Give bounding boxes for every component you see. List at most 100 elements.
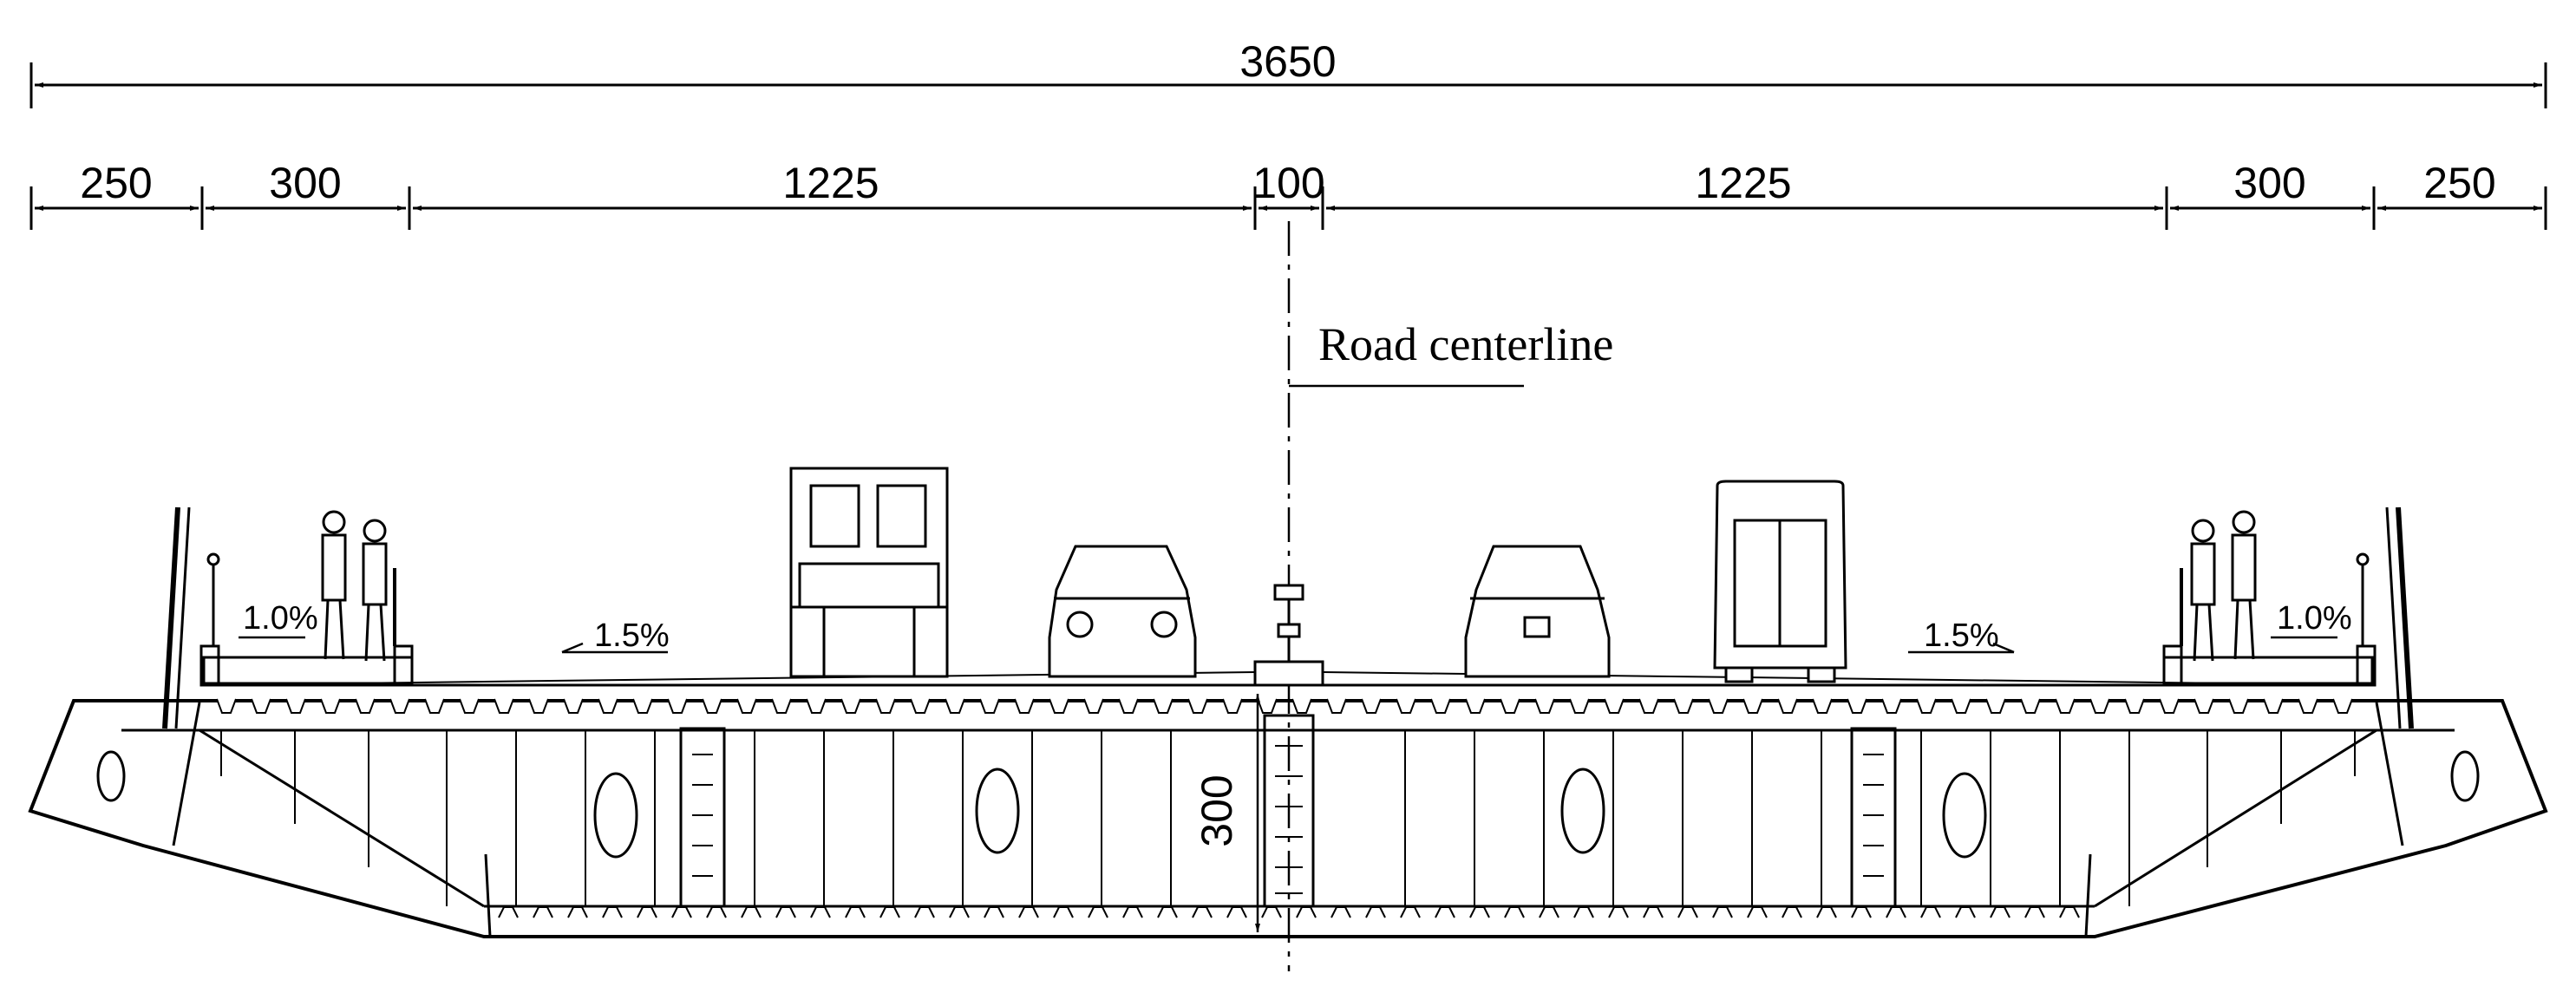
top-rib xyxy=(1812,698,1833,714)
slope-right-roadway: 1.5% xyxy=(1924,617,1999,654)
top-rib xyxy=(1534,698,1555,714)
bottom-rib xyxy=(1990,906,2010,918)
top-rib xyxy=(598,698,618,714)
bottom-rib xyxy=(1955,906,1976,918)
bottom-rib xyxy=(949,906,970,918)
bottom-rib xyxy=(1053,906,1074,918)
bus-icon-right xyxy=(1713,480,1847,683)
bottom-rib xyxy=(1504,906,1525,918)
bottom-rib xyxy=(671,906,692,918)
top-rib xyxy=(1777,698,1798,714)
bottom-rib xyxy=(1018,906,1039,918)
top-rib xyxy=(1500,698,1520,714)
top-rib xyxy=(1673,698,1694,714)
top-rib xyxy=(2055,698,2076,714)
top-rib xyxy=(1604,698,1625,714)
box-girder: 300 xyxy=(28,671,2548,938)
girder-depth-label: 300 xyxy=(1193,774,1241,846)
slope-left-sidewalk: 1.0% xyxy=(243,600,318,637)
bottom-rib xyxy=(498,906,519,918)
top-rib xyxy=(1361,698,1382,714)
top-rib xyxy=(1291,698,1312,714)
bottom-rib xyxy=(1539,906,1559,918)
top-rib xyxy=(424,698,445,714)
bottom-rib xyxy=(810,906,831,918)
top-rib xyxy=(702,698,722,714)
dimension-right-sidewalk-outer: 250 xyxy=(2423,159,2495,207)
top-rib xyxy=(1396,698,1416,714)
bottom-rib xyxy=(1573,906,1594,918)
bottom-rib xyxy=(879,906,900,918)
slope-left-roadway: 1.5% xyxy=(594,617,670,654)
top-rib xyxy=(389,698,410,714)
bottom-rib xyxy=(602,906,623,918)
top-rib xyxy=(251,698,271,714)
bottom-rib xyxy=(1920,906,1941,918)
top-rib xyxy=(563,698,584,714)
top-rib xyxy=(1049,698,1069,714)
manhole-openings xyxy=(96,750,2480,859)
bottom-rib xyxy=(1192,906,1213,918)
top-rib xyxy=(320,698,341,714)
top-rib xyxy=(1014,698,1035,714)
bottom-rib xyxy=(533,906,553,918)
top-rib xyxy=(1465,698,1486,714)
top-rib xyxy=(2332,698,2353,714)
top-rib xyxy=(2194,698,2214,714)
bottom-rib xyxy=(1643,906,1664,918)
left-sidewalk xyxy=(162,506,414,729)
top-rib xyxy=(285,698,306,714)
top-rib xyxy=(2020,698,2041,714)
bottom-rib xyxy=(1157,906,1178,918)
bottom-rib xyxy=(1261,906,1282,918)
bottom-rib xyxy=(1469,906,1490,918)
top-rib xyxy=(1708,698,1729,714)
top-rib xyxy=(1569,698,1590,714)
bottom-rib xyxy=(1608,906,1629,918)
bottom-rib xyxy=(2059,906,2080,918)
bottom-rib xyxy=(741,906,762,918)
top-rib xyxy=(979,698,1000,714)
top-rib xyxy=(1083,698,1104,714)
dimension-right-roadway: 1225 xyxy=(1695,159,1791,207)
top-rib xyxy=(771,698,792,714)
top-rib xyxy=(2159,698,2180,714)
slope-right-sidewalk: 1.0% xyxy=(2277,600,2352,637)
pedestrian-icons-left xyxy=(321,510,388,662)
top-rib xyxy=(459,698,480,714)
pedestrian-icons-right xyxy=(2190,510,2257,662)
top-rib xyxy=(2124,698,2145,714)
top-rib xyxy=(1430,698,1451,714)
right-sidewalk xyxy=(2162,506,2414,729)
bottom-rib xyxy=(1365,906,1386,918)
top-rib xyxy=(494,698,514,714)
top-rib xyxy=(1257,698,1278,714)
bottom-rib xyxy=(775,906,796,918)
top-rib xyxy=(1951,698,1971,714)
bottom-rib xyxy=(1747,906,1768,918)
top-rib xyxy=(1881,698,1902,714)
top-rib xyxy=(945,698,965,714)
top-rib xyxy=(736,698,757,714)
top-rib xyxy=(1222,698,1243,714)
bus-icon-left xyxy=(789,467,949,678)
bottom-rib xyxy=(2024,906,2045,918)
top-rib xyxy=(910,698,931,714)
bottom-rib xyxy=(1400,906,1421,918)
top-rib xyxy=(1847,698,1867,714)
top-rib xyxy=(355,698,376,714)
bottom-rib xyxy=(914,906,935,918)
bottom-rib xyxy=(1782,906,1802,918)
top-rib xyxy=(667,698,688,714)
top-rib xyxy=(216,698,237,714)
bottom-rib xyxy=(984,906,1004,918)
top-rib xyxy=(2298,698,2318,714)
top-rib xyxy=(875,698,896,714)
bottom-rib xyxy=(1330,906,1351,918)
top-rib xyxy=(2228,698,2249,714)
top-rib xyxy=(1118,698,1139,714)
top-rib xyxy=(1326,698,1347,714)
bottom-rib xyxy=(706,906,727,918)
overall-dimension-label: 3650 xyxy=(1239,37,1336,86)
top-rib xyxy=(632,698,653,714)
